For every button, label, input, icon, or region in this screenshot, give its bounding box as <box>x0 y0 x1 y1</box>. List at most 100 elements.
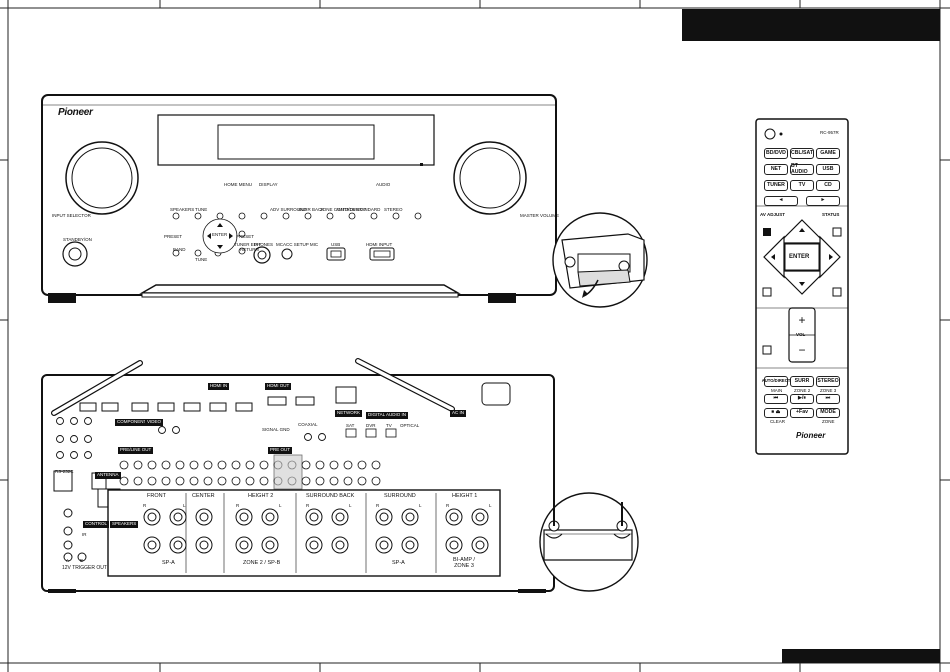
left-arrow-icon: ◄ <box>778 197 784 204</box>
remote-enter-button[interactable]: ENTER <box>789 254 810 260</box>
remote-prev-button[interactable]: ⏮ <box>764 394 788 404</box>
remote-zone3-label: ZONE 3 <box>820 388 837 393</box>
remote-model-label: RC-957R <box>820 130 839 135</box>
remote-fav-button[interactable]: +Fav <box>790 408 814 418</box>
trigger-a-label: A <box>66 558 70 563</box>
remote-left-button[interactable]: ◄ <box>764 196 798 206</box>
rs232c-label: RS-232C <box>55 469 74 474</box>
front-brand-logo: Pioneer <box>58 107 93 118</box>
rear-stand-callout <box>539 492 639 592</box>
zone-control-label: ZONE CONTROL <box>320 207 356 212</box>
channel-r-surround: R <box>376 503 380 508</box>
speaker-height2-bottom: ZONE 2 / SP-B <box>243 560 281 566</box>
channel-l-height2: L <box>279 503 282 508</box>
usb-label: USB <box>331 242 341 247</box>
coaxial-label: COAXIAL <box>298 422 318 427</box>
remote-tv-button[interactable]: TV <box>790 180 814 191</box>
hdmi-input-label: HDMI INPUT <box>366 242 393 247</box>
remote-right-button[interactable]: ► <box>806 196 840 206</box>
speaker-surround-bottom: SP-A <box>392 560 405 566</box>
auto-direct-front-label: AUTO/DIRECT <box>336 207 367 212</box>
speaker-group-center: CENTER <box>192 493 215 499</box>
remote-bt-audio-button[interactable]: BT AUDIO <box>790 164 814 175</box>
remote-vol-up-button[interactable]: + <box>798 313 806 327</box>
remote-usb-button[interactable]: USB <box>816 164 840 175</box>
ir-label: IR <box>82 532 87 537</box>
remote-av-adjust-label: AV ADJUST <box>760 212 786 217</box>
speaker-group-height2: HEIGHT 2 <box>248 493 274 499</box>
antenna-header: ANTENNA <box>95 472 121 479</box>
channel-r-height2: R <box>236 503 240 508</box>
tune-up-label: TUNE <box>195 207 208 212</box>
remote-status-label: STATUS <box>822 212 840 217</box>
channel-r-height1: R <box>446 503 450 508</box>
optical-label: OPTICAL <box>400 423 420 428</box>
digital-audio-in-header: DIGITAL AUDIO IN <box>366 412 409 419</box>
speaker-height1-bottom: BI-AMP / ZONE 3 <box>453 557 475 569</box>
footer-tab <box>782 649 940 663</box>
pre-out-header: PRE OUT <box>268 447 293 454</box>
speaker-front-bottom: SP-A <box>162 560 175 566</box>
remote-vol-label: VOL <box>796 332 806 337</box>
channel-l-surround: L <box>419 503 422 508</box>
ac-in-header: AC IN <box>450 410 467 417</box>
remote-surr-button[interactable]: SURR <box>790 376 814 387</box>
remote-cbl-sat-button[interactable]: CBL/SAT <box>790 148 814 159</box>
remote-stop-button[interactable]: ⏹ ⏏ <box>764 408 788 418</box>
remote-net-button[interactable]: NET <box>764 164 788 175</box>
signal-gnd-label: SIGNAL GND <box>262 427 290 432</box>
right-arrow-icon: ► <box>820 197 826 204</box>
master-volume-label: MASTER VOLUME <box>520 213 560 218</box>
channel-l-front: L <box>183 503 186 508</box>
header-tab <box>682 9 940 41</box>
remote-stereo-button[interactable]: STEREO <box>816 376 840 387</box>
front-door-callout <box>552 212 648 308</box>
surr-back-label: SURR BACK <box>298 207 325 212</box>
speaker-group-front: FRONT <box>147 493 166 499</box>
phones-label: PHONES <box>254 242 274 247</box>
band-label: BAND <box>173 247 186 252</box>
sat-label: SAT <box>346 423 355 428</box>
remote-bd-dvd-button[interactable]: BD/DVD <box>764 148 788 159</box>
tune-down-label: TUNE <box>195 257 208 262</box>
trigger-out-label: 12V TRIGGER OUT <box>62 565 107 571</box>
pre-line-out-header: PRE/LINE OUT <box>118 447 154 454</box>
preset-right-label: PRESET <box>236 234 255 239</box>
remote-mode-button[interactable]: MODE <box>816 408 840 418</box>
preset-left-label: PRESET <box>164 234 183 239</box>
adv-surround-label: ADV SURROUND <box>270 207 307 212</box>
remote-tuner-button[interactable]: TUNER <box>764 180 788 191</box>
remote-cd-button[interactable]: CD <box>816 180 840 191</box>
video-header: VIDEO <box>145 419 164 426</box>
network-header: NETWORK <box>335 410 362 417</box>
speaker-group-height1: HEIGHT 1 <box>452 493 478 499</box>
remote-vol-down-button[interactable]: − <box>798 343 806 357</box>
speakers-front-label: SPEAKERS <box>170 207 195 212</box>
control-header: CONTROL <box>83 521 110 528</box>
remote-play-pause-button[interactable]: ▶/⏸ <box>790 394 814 404</box>
remote-next-button[interactable]: ⏭ <box>816 394 840 404</box>
standby-label: STANDBY/ON <box>63 237 92 242</box>
remote-game-button[interactable]: GAME <box>816 148 840 159</box>
channel-r-front: R <box>143 503 147 508</box>
display-label: DISPLAY <box>259 182 278 187</box>
remote-brand-logo: Pioneer <box>796 431 826 440</box>
remote-auto-direct-button[interactable]: AUTO/DIRECT <box>762 376 790 387</box>
enter-front-label: ENTER <box>212 232 228 237</box>
tv-label: TV <box>386 423 392 428</box>
remote-zone-label: ZONE <box>822 419 835 424</box>
tuner-edit-label: TUNER EDIT <box>234 242 261 247</box>
channel-l-surround-back: L <box>349 503 352 508</box>
home-menu-label: HOME MENU <box>224 182 252 187</box>
speaker-group-surround-back: SURROUND BACK <box>306 493 355 499</box>
remote-main-label: MAIN <box>771 388 783 393</box>
speakers-rear-header: SPEAKERS <box>110 521 139 528</box>
speaker-group-surround: SURROUND <box>384 493 416 499</box>
return-label: RETURN <box>240 247 259 252</box>
hdmi-out-header: HDMI OUT <box>265 383 292 390</box>
input-selector-label: INPUT SELECTOR <box>52 213 91 218</box>
remote-zone2-label: ZONE 2 <box>794 388 811 393</box>
rear-panel <box>41 358 555 593</box>
dvr-label: DVR <box>366 423 376 428</box>
